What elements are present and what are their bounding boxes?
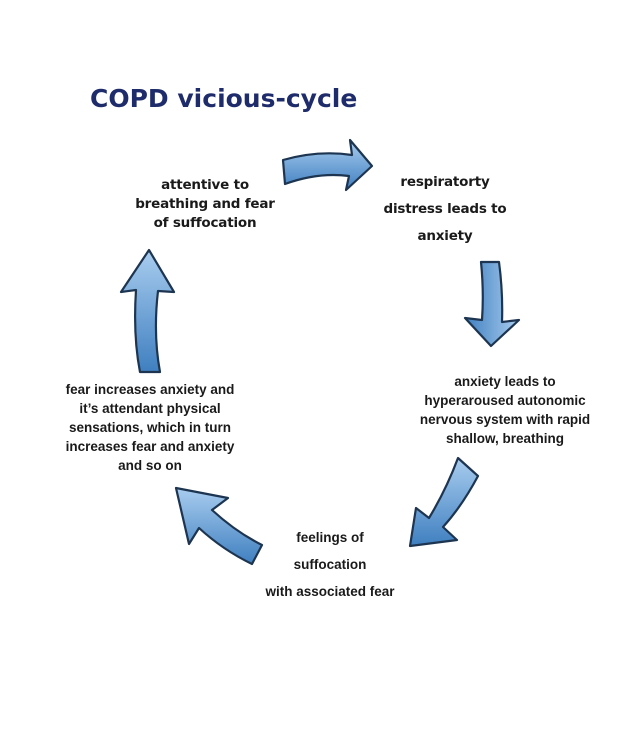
step-hyperaroused-nervous-system: anxiety leads to hyperaroused autonomic … [419,374,591,446]
step-respiratory-distress: respiratorty distress leads to anxiety [383,174,507,244]
arrow-lower-right-down-left [408,456,480,548]
step-fear-increases-anxiety: fear increases anxiety and it’s attendan… [65,382,235,473]
arrow-lower-left-up-left [174,486,264,566]
arrow-left-up [119,248,176,374]
page-title: COPD vicious-cycle [90,84,358,113]
step-feelings-of-suffocation: feelings of suffocation with associated … [265,530,395,599]
step-attentive-to-breathing: attentive to breathing and fear of suffo… [135,177,275,231]
arrow-top-right [281,138,374,192]
arrow-right-down [463,260,521,348]
